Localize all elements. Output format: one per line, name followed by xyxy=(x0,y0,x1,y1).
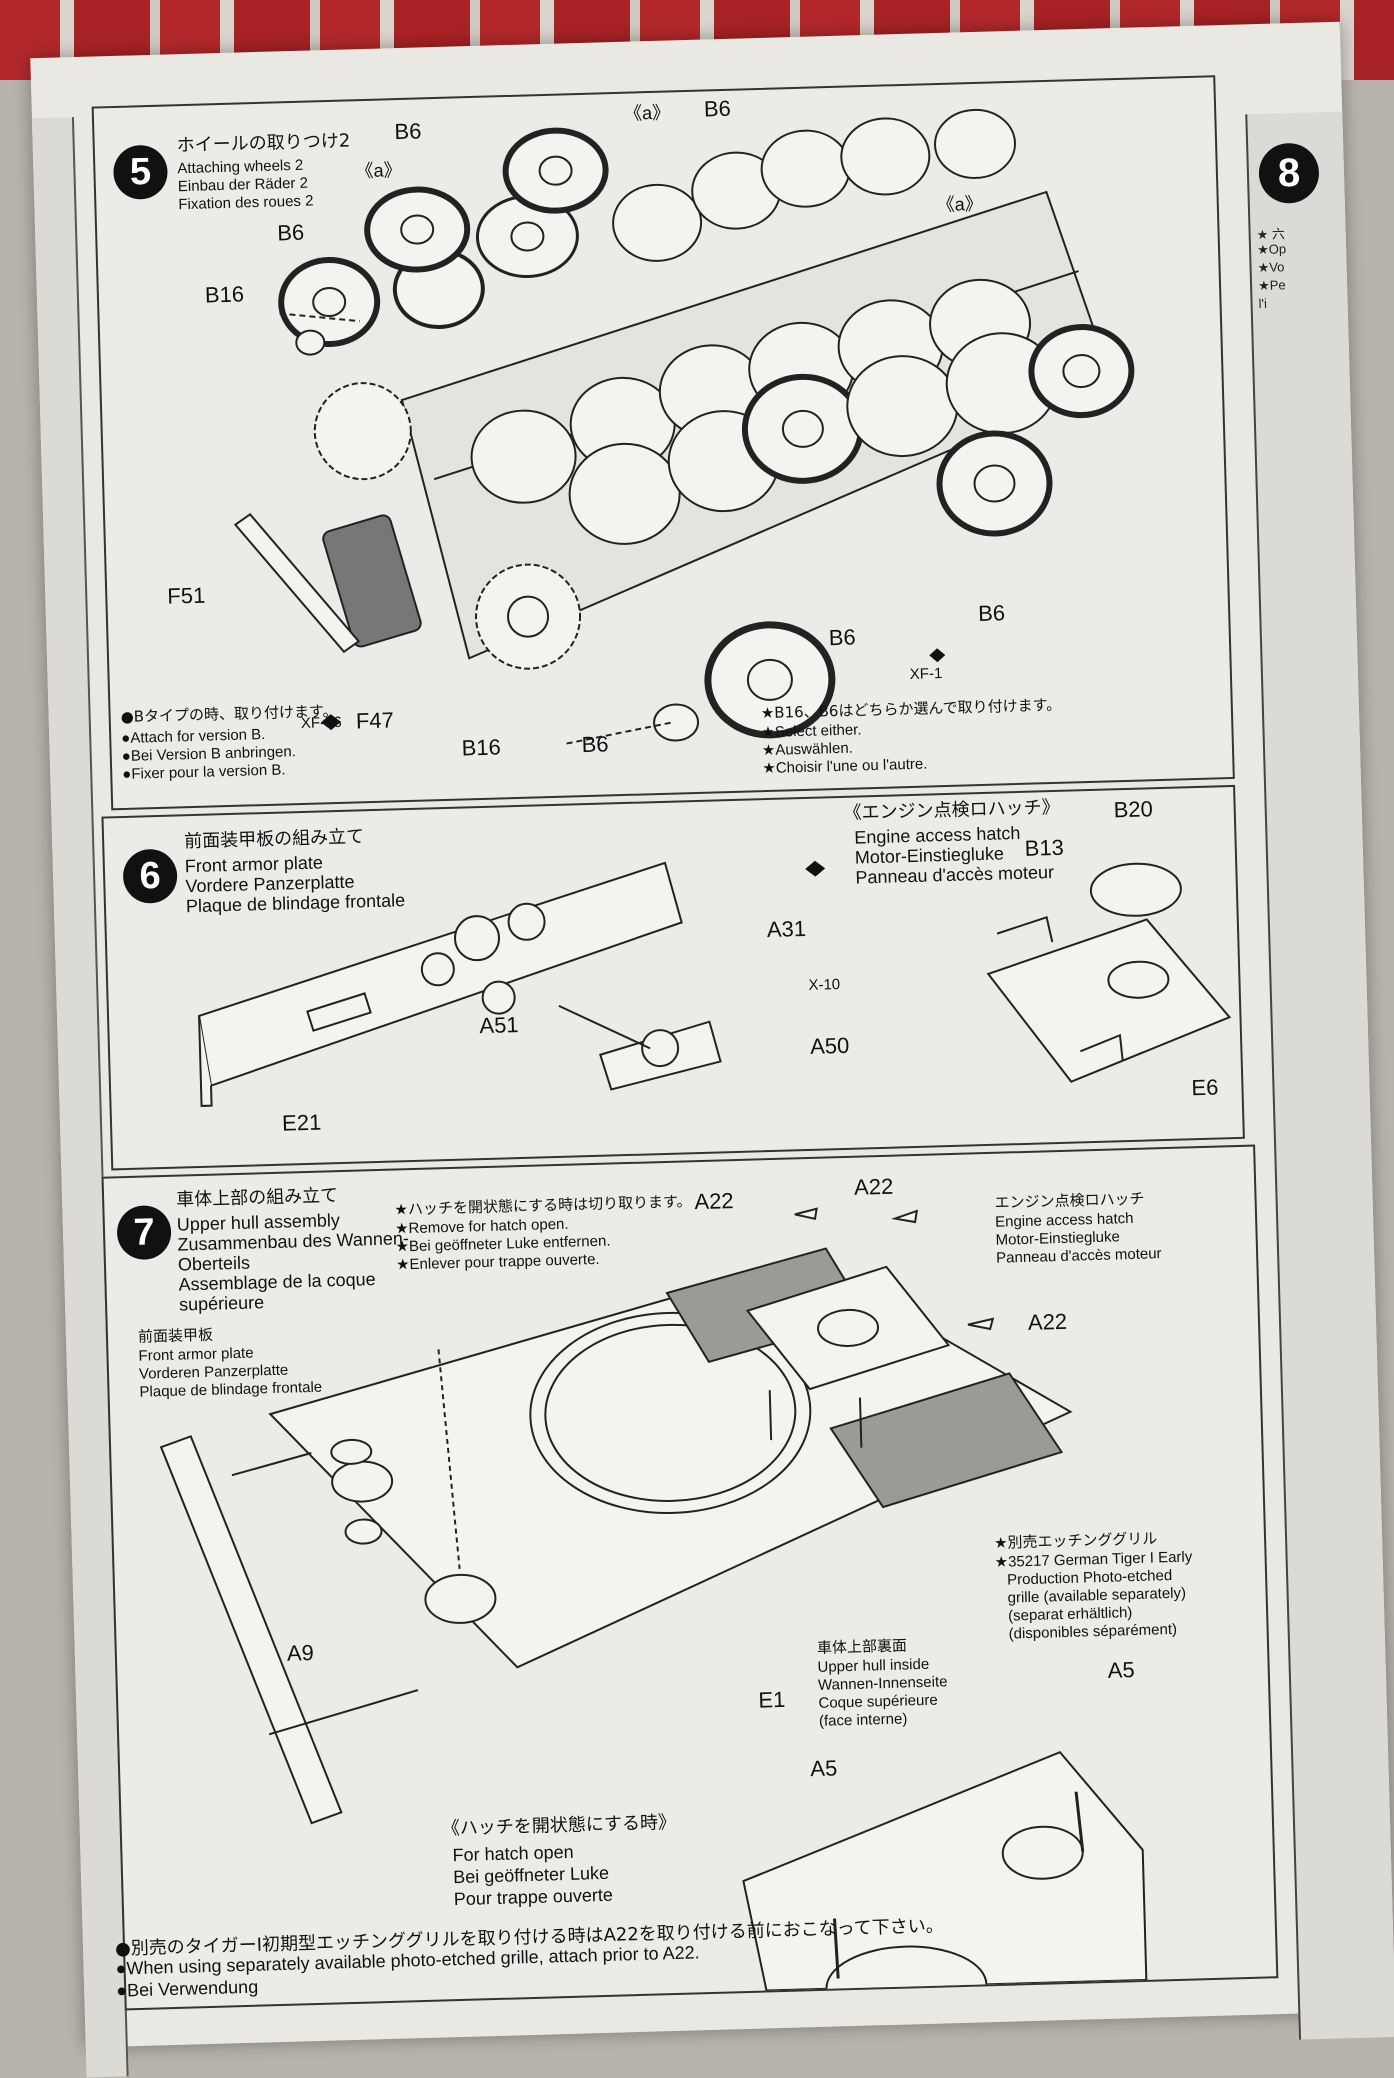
right-page-line: ★Vo xyxy=(1257,259,1285,276)
label-b6: B6 xyxy=(581,731,609,758)
label-b16: B16 xyxy=(204,281,245,308)
part-A22 xyxy=(967,1317,995,1331)
front-plate-part xyxy=(159,1435,343,1825)
underside-jp: 車体上部裏面 xyxy=(816,1636,908,1657)
tow-bar-F51 xyxy=(233,512,361,654)
grab-handle xyxy=(996,915,1054,943)
step-6-panel: 6 前面装甲板の組み立て Front armor plate Vordere P… xyxy=(101,784,1245,1171)
label-e21: E21 xyxy=(281,1109,322,1136)
paint-marker xyxy=(805,860,826,877)
part-A22 xyxy=(891,1209,919,1224)
hull-underside-inset xyxy=(742,1750,1148,1992)
label-x10: X-10 xyxy=(808,976,841,994)
step-6-diagram xyxy=(197,860,1232,1107)
drive-sprockets xyxy=(313,382,582,670)
label-e1: E1 xyxy=(758,1686,786,1713)
right-page-line: ★Pe xyxy=(1257,277,1286,294)
label-b6: B6 xyxy=(977,600,1006,627)
label-f47: F47 xyxy=(355,707,395,734)
grab-handle xyxy=(1080,1033,1124,1061)
label-a5: A5 xyxy=(1107,1657,1135,1683)
footer-note-de: ●Bei Verwendung xyxy=(115,1976,259,2001)
label-b16: B16 xyxy=(461,734,502,761)
part-A22 xyxy=(794,1207,818,1221)
right-page-line: ★ 六 xyxy=(1256,226,1286,243)
step-8-number: 8 xyxy=(1258,142,1320,205)
instruction-page: 8 ★ 六 ★Op ★Vo ★Pe l'i 5 ホイールの取りつけ2 Attac… xyxy=(30,21,1394,2078)
right-page-line: l'i xyxy=(1258,295,1268,312)
track-links xyxy=(322,514,422,648)
upper-wheel-row xyxy=(278,108,1017,348)
engine-deck-grille-right xyxy=(829,1372,1064,1509)
right-page-line: ★Op xyxy=(1256,241,1287,258)
step-5-panel: 5 ホイールの取りつけ2 Attaching wheels 2 Einbau d… xyxy=(91,75,1235,811)
label-a50: A50 xyxy=(809,1032,850,1059)
step-7-hull-diagram xyxy=(159,1207,1148,2009)
label-a22: A22 xyxy=(694,1188,734,1215)
lower-wheel-row xyxy=(295,278,1135,742)
label-a: 《a》 xyxy=(936,193,983,216)
label-a: 《a》 xyxy=(355,159,402,182)
engine-hatch-plate xyxy=(986,918,1232,1083)
label-a22: A22 xyxy=(1027,1308,1068,1335)
label-b13: B13 xyxy=(1024,834,1065,861)
label-b6: B6 xyxy=(394,118,422,145)
underside-fr2: (face interne) xyxy=(818,1710,908,1730)
step-7-panel: 7 車体上部の組み立て Upper hull assembly Zusammen… xyxy=(101,1144,1279,2011)
label-a51: A51 xyxy=(479,1012,519,1039)
label-e6: E6 xyxy=(1191,1074,1219,1101)
label-a9: A9 xyxy=(286,1639,315,1666)
part-A9 xyxy=(331,1460,394,1503)
label-xf1: XF-1 xyxy=(909,665,943,683)
paint-markers xyxy=(320,648,946,731)
underside-fr1: Coque supérieure xyxy=(818,1691,938,1712)
step-5-wheel-diagram xyxy=(233,108,1135,745)
hatch-cutout xyxy=(424,1573,497,1624)
label-a31: A31 xyxy=(766,915,807,943)
hatch-open-en: For hatch open xyxy=(452,1841,574,1866)
label-f51: F51 xyxy=(166,582,206,609)
label-b6: B6 xyxy=(276,219,305,246)
part-B20 xyxy=(1089,862,1182,917)
label-a: 《a》 xyxy=(623,102,671,124)
label-a22: A22 xyxy=(853,1173,894,1200)
label-a5: A5 xyxy=(809,1755,838,1782)
label-b20: B20 xyxy=(1113,796,1154,823)
label-b6: B6 xyxy=(703,95,732,122)
label-b6: B6 xyxy=(828,624,857,651)
